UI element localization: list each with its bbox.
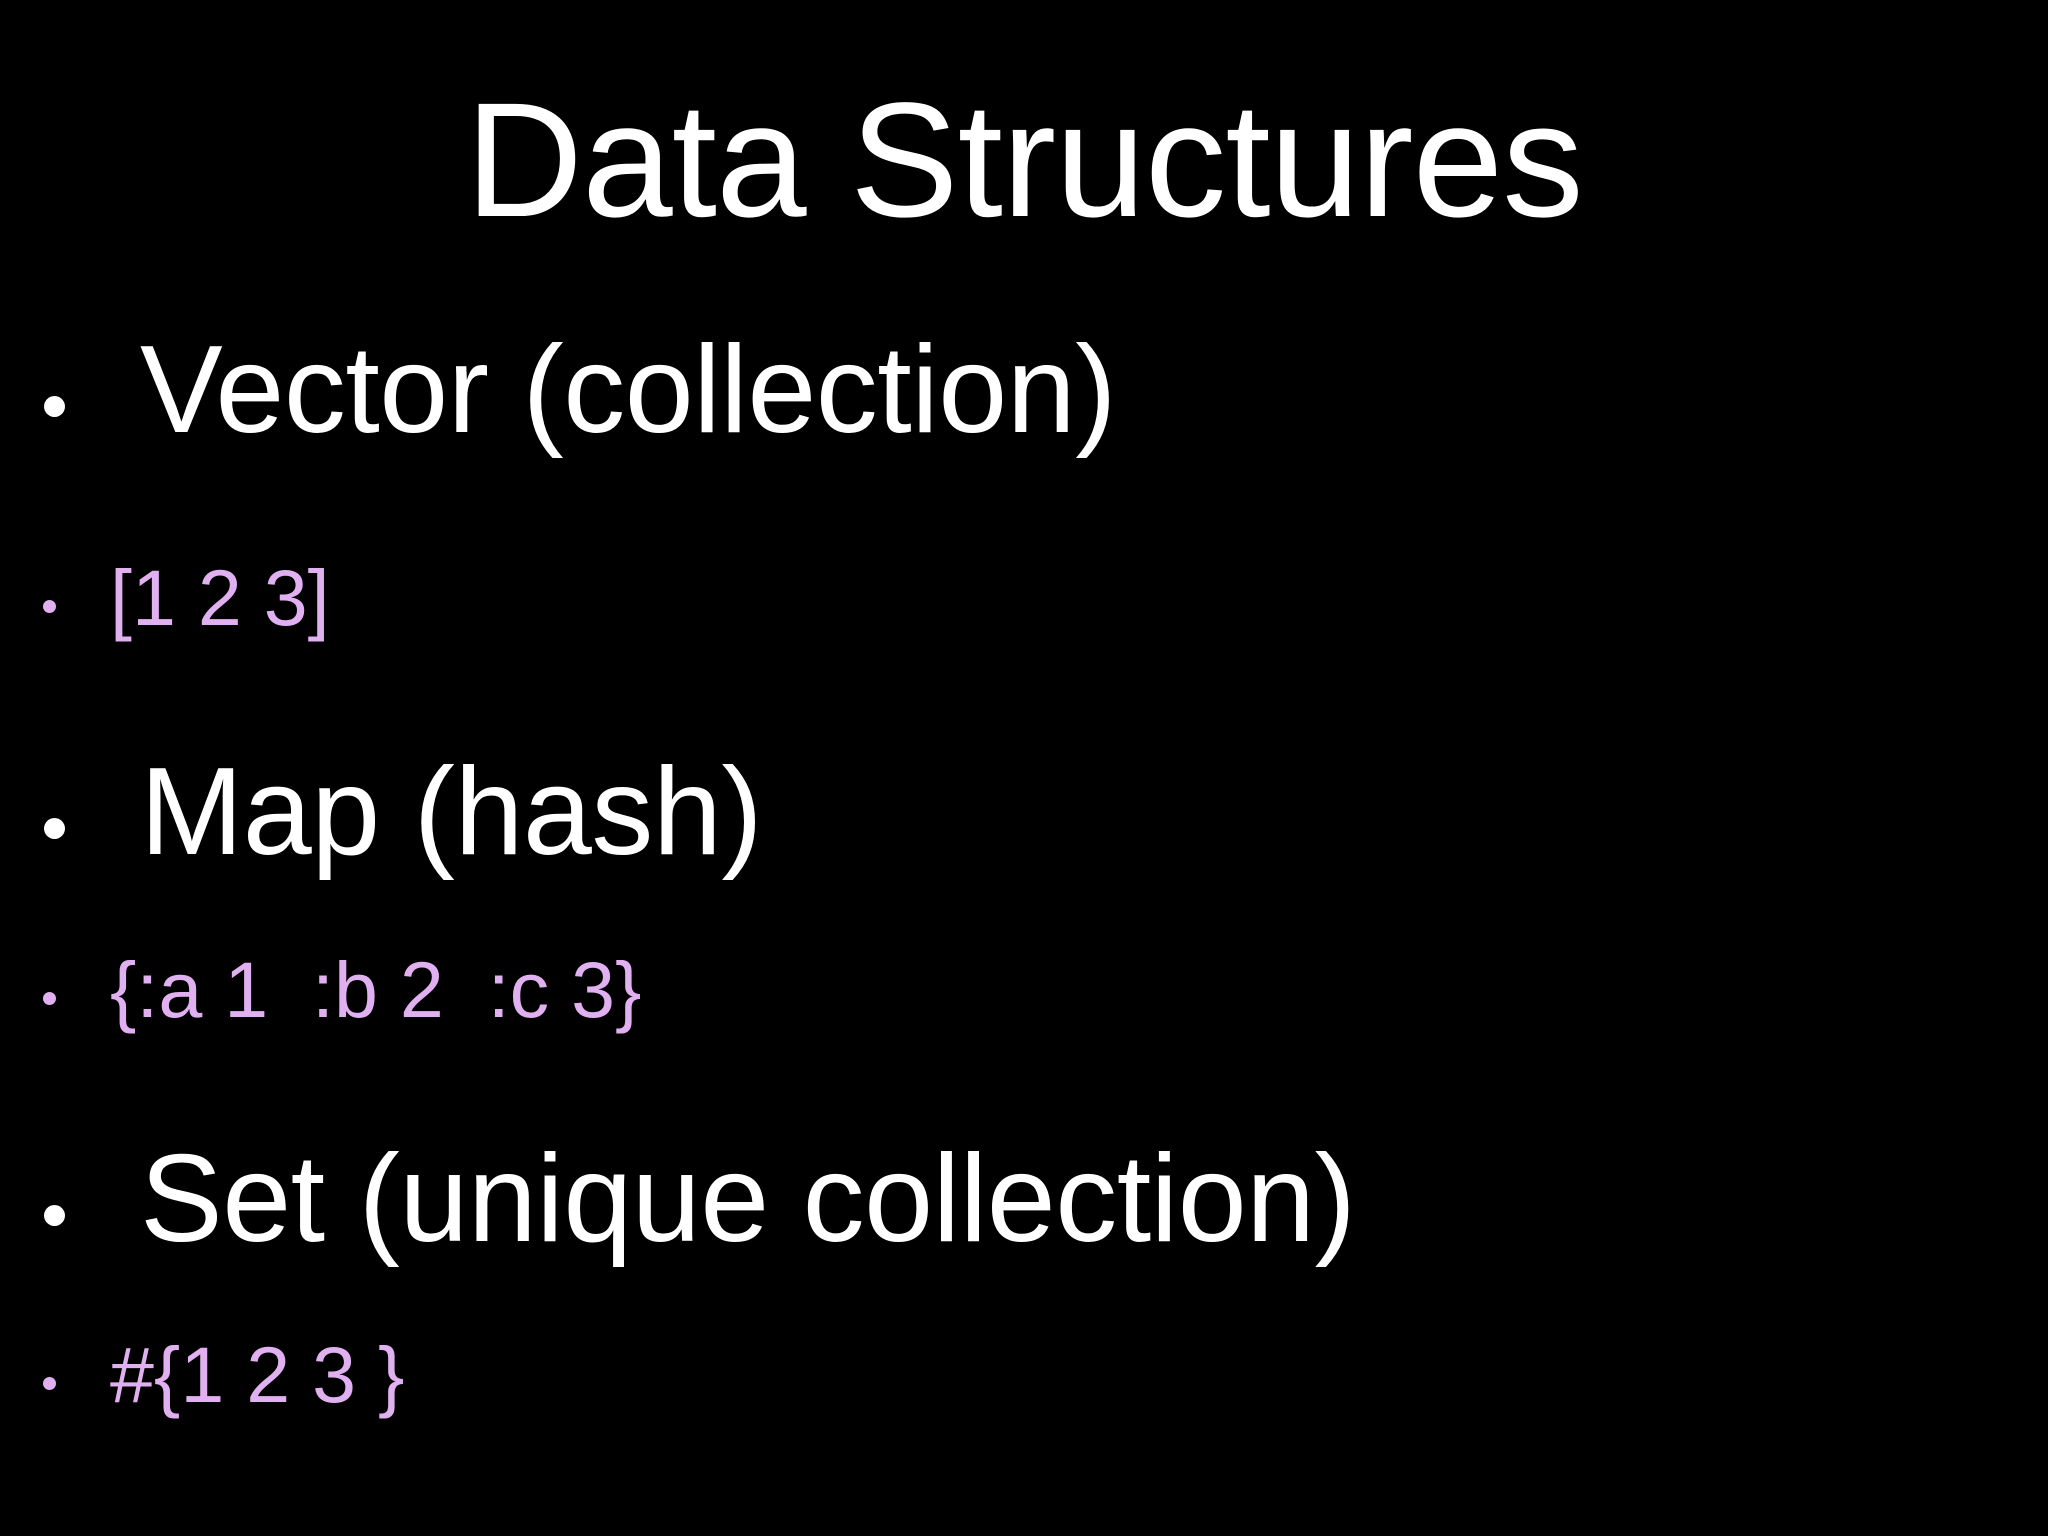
bullet-item-label: {:a 1 :b 2 :c 3} [110,945,642,1034]
bullet-list: Vector (collection) [1 2 3] Map (hash) {… [0,300,2048,1459]
bullet-item-set-literal: #{1 2 3 } [0,1289,2048,1459]
bullet-dot-icon [44,1205,65,1226]
bullet-item-map: Map (hash) [0,722,2048,904]
bullet-dot-icon [44,818,65,839]
bullet-dot-icon [43,992,56,1005]
slide-title: Data Structures [465,68,1583,251]
bullet-item-label: Map (hash) [140,743,763,881]
bullet-item-label: Set (unique collection) [140,1130,1356,1268]
bullet-dot-icon [43,600,56,613]
bullet-item-vector: Vector (collection) [0,300,2048,512]
bullet-item-label: [1 2 3] [110,553,330,642]
bullet-item-map-literal: {:a 1 :b 2 :c 3} [0,904,2048,1109]
bullet-dot-icon [44,396,65,417]
bullet-item-label: #{1 2 3 } [110,1330,405,1419]
bullet-item-label: Vector (collection) [140,321,1117,459]
bullet-item-vector-literal: [1 2 3] [0,512,2048,722]
bullet-item-set: Set (unique collection) [0,1109,2048,1289]
bullet-dot-icon [43,1377,56,1390]
